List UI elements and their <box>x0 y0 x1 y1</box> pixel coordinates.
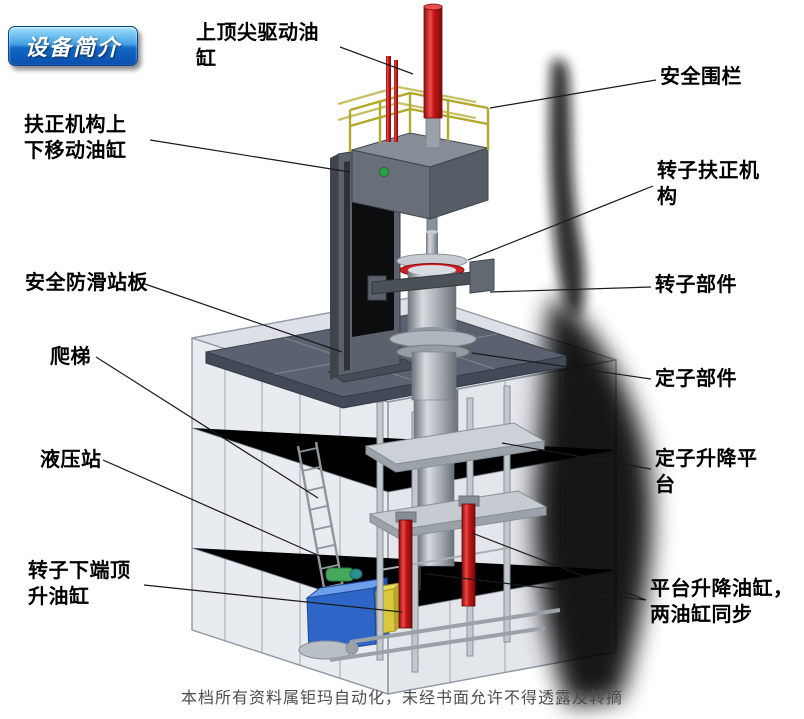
shadow-smudge <box>534 59 653 706</box>
rotor-assembly <box>367 230 495 401</box>
platform-lift-cylinders <box>395 495 480 629</box>
callout-stator-part: 定子部件 <box>655 368 737 390</box>
callout-platform-lift-cylinders: 平台升降油缸，两油缸同步 <box>650 578 794 627</box>
rotor-centering-arm <box>367 258 495 301</box>
leader-lines <box>95 46 657 613</box>
callout-safety-fence: 安全围栏 <box>660 66 742 88</box>
callout-rotor-part: 转子部件 <box>655 274 737 296</box>
callout-centering-lift-cylinder: 扶正机构上下移动油缸 <box>24 114 127 163</box>
callout-rotor-bottom-jack-cylinder: 转子下端顶升油缸 <box>28 560 131 609</box>
callout-stator-lift-platform: 定子升降平台 <box>655 448 758 497</box>
callout-rotor-centering-mechanism: 转子扶正机构 <box>657 160 760 209</box>
head-box <box>351 132 490 235</box>
stator-part <box>389 330 477 401</box>
copyright-watermark: 本档所有资料属钜玛自动化，未经书面允许不得透露及转摘 <box>180 690 623 707</box>
callout-top-tip-cylinder: 上顶尖驱动油缸 <box>196 22 319 71</box>
stator-lift-frame <box>329 385 561 673</box>
callout-ladder: 爬梯 <box>50 346 91 368</box>
slide-title: 设备简介 <box>24 35 121 60</box>
slide-title-badge: 设备简介 <box>8 26 138 66</box>
callout-hydraulic-station: 液压站 <box>40 449 102 471</box>
top-tip-drive-cylinder <box>386 3 443 149</box>
callout-anti-slip-platform: 安全防滑站板 <box>25 272 148 294</box>
